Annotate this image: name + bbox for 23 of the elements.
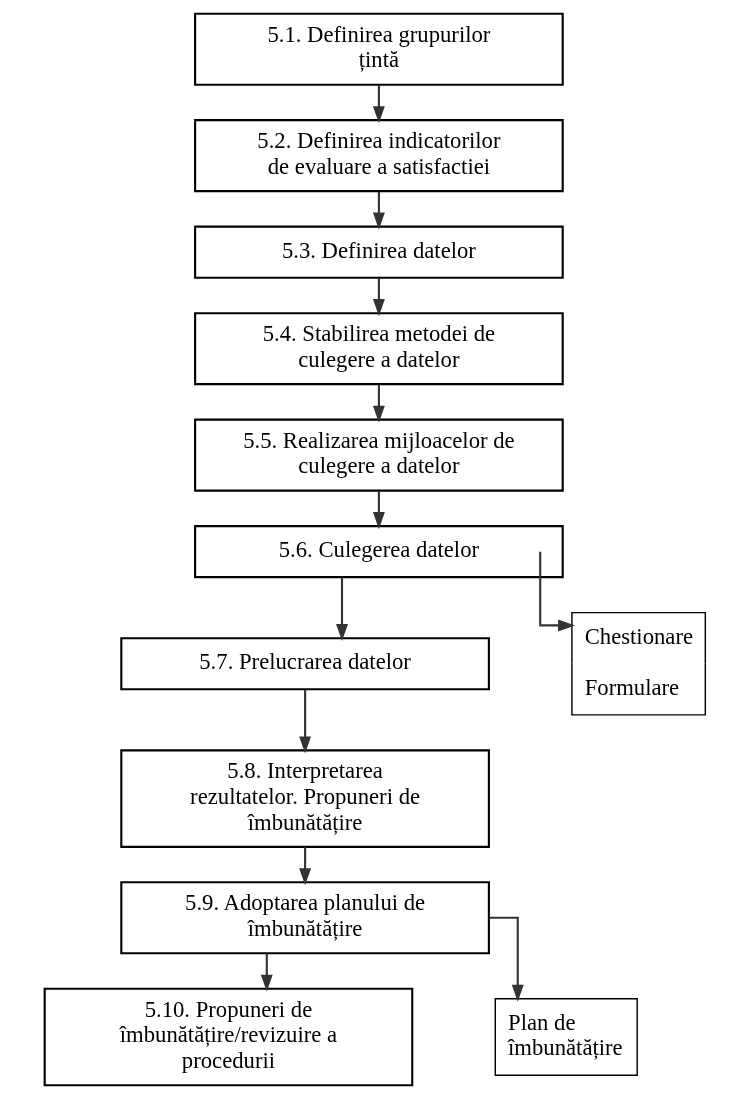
node-box: 5.6. Culegerea datelor xyxy=(193,525,564,579)
arrow xyxy=(489,916,524,1002)
node-box: 5.5. Realizarea mijloacelor de culegere a datelor xyxy=(193,418,564,492)
arrow xyxy=(260,953,273,992)
node-box: 5.8. Interpretarea rezultatelor. Propuneri de îmbunătățire xyxy=(119,749,490,848)
arrow xyxy=(372,85,385,124)
arrow xyxy=(372,191,385,230)
node-box: 5.7. Prelucrarea datelor xyxy=(119,637,490,691)
node-text: Chestionare Formulare xyxy=(584,623,693,700)
arrow xyxy=(298,689,311,754)
arrow xyxy=(538,551,575,632)
node-box: 5.4. Stabilirea metodei de culegere a datelor xyxy=(193,312,564,386)
node-box: 5.9. Adoptarea planului de îmbunătățire xyxy=(119,881,490,955)
node-box: 5.10. Propuneri de îmbunătățire/revizuire a procedurii xyxy=(43,987,413,1087)
node-box: 5.1. Definirea grupurilor țintă xyxy=(193,12,564,86)
arrow xyxy=(298,847,311,886)
node-box: 5.3. Definirea datelor xyxy=(193,225,564,279)
node-box: Plan de îmbunătățire xyxy=(494,997,638,1077)
arrow xyxy=(372,278,385,317)
arrow xyxy=(372,384,385,423)
arrow xyxy=(372,491,385,530)
arrow xyxy=(335,577,348,642)
node-box: 5.2. Definirea indicatorilor de evaluare a satisfactiei xyxy=(193,119,564,193)
